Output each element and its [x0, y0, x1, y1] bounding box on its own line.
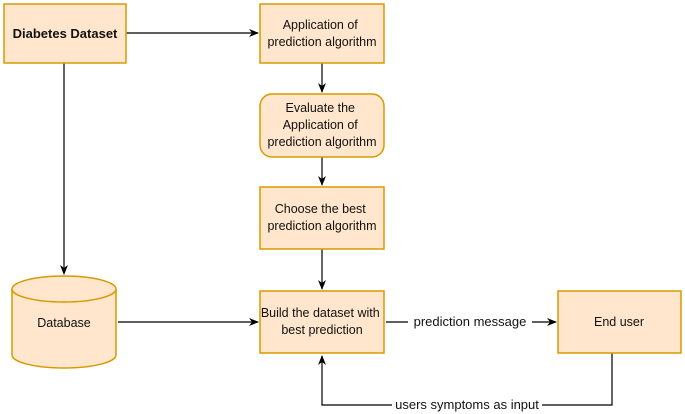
- evaluate-label-line-2: Application of: [283, 118, 359, 132]
- node-application: Application of prediction algorithm: [259, 3, 385, 64]
- evaluate-label-line-3: prediction algorithm: [267, 135, 376, 149]
- edge-labels: prediction message users symptoms as inp…: [392, 313, 542, 414]
- application-label-line-2: prediction algorithm: [267, 35, 376, 49]
- build-label: Build the dataset with best prediction: [261, 306, 383, 337]
- node-build: Build the dataset with best prediction: [259, 290, 385, 354]
- choose-label-line-1: Choose the best: [275, 202, 367, 216]
- build-label-line-1: Build the dataset with: [261, 306, 380, 320]
- node-end-user: End user: [557, 290, 682, 354]
- node-choose: Choose the best prediction algorithm: [259, 186, 385, 250]
- build-label-line-2: best prediction: [281, 323, 362, 337]
- end-user-label: End user: [594, 315, 644, 329]
- application-label-line-1: Application of: [283, 18, 359, 32]
- node-database: Database: [11, 275, 117, 369]
- node-evaluate: Evaluate the Application of prediction a…: [259, 93, 385, 158]
- evaluate-label-line-1: Evaluate the: [286, 101, 356, 115]
- prediction-message-label: prediction message: [414, 314, 527, 329]
- choose-label-line-2: prediction algorithm: [267, 219, 376, 233]
- application-label: Application of prediction algorithm: [267, 18, 376, 49]
- evaluate-label: Evaluate the Application of prediction a…: [267, 101, 376, 149]
- diabetes-dataset-label: Diabetes Dataset: [13, 26, 118, 41]
- database-label: Database: [37, 316, 91, 330]
- node-diabetes-dataset: Diabetes Dataset: [3, 3, 127, 64]
- nodes: Diabetes Dataset Application of predicti…: [3, 3, 682, 369]
- users-symptoms-label: users symptoms as input: [395, 397, 539, 412]
- choose-label: Choose the best prediction algorithm: [267, 202, 376, 233]
